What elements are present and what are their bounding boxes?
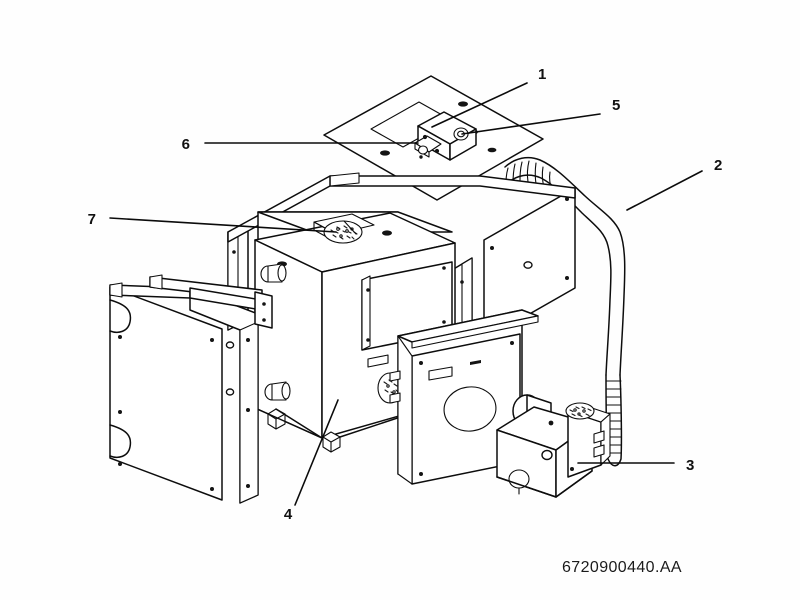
callout-2: 2 [714, 157, 722, 174]
leader-7 [109, 217, 337, 233]
callout-numbers: 1 5 6 2 7 3 4 [88, 66, 723, 523]
callout-7: 7 [88, 211, 96, 228]
hex-fitting-b [322, 431, 341, 453]
leader-4 [294, 399, 339, 506]
burner-unit [496, 394, 611, 498]
callout-5: 5 [612, 97, 620, 114]
callout-1: 1 [538, 66, 546, 83]
callout-3: 3 [686, 457, 694, 474]
leader-5 [461, 113, 601, 135]
part-number-label: 6720900440.AA [562, 559, 682, 576]
front-door-panel [389, 309, 539, 485]
callout-leaders [109, 82, 703, 506]
callout-6: 6 [182, 136, 190, 153]
callout-4: 4 [284, 506, 293, 523]
leader-1 [431, 82, 528, 128]
left-side-panel [109, 274, 273, 504]
leader-2 [626, 170, 703, 211]
hex-fitting-a [267, 408, 286, 430]
